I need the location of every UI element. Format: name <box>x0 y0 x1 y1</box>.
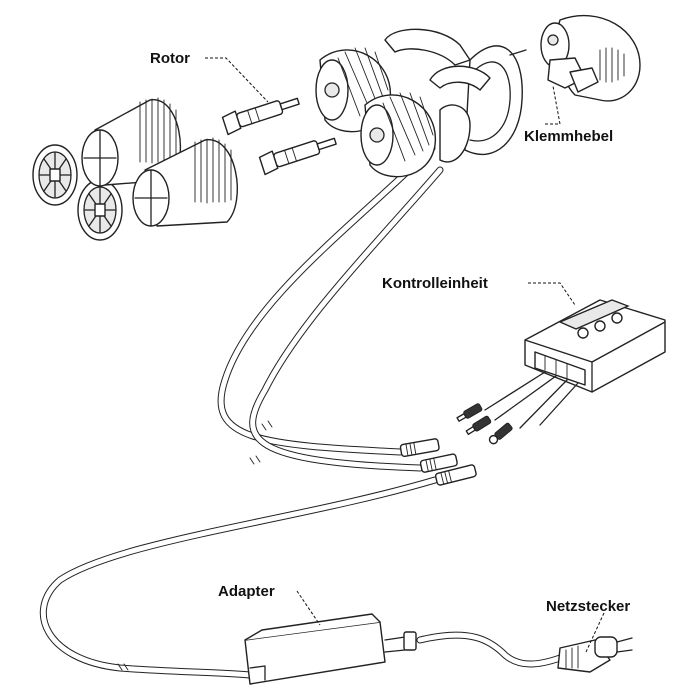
motor-dome-2 <box>360 92 436 178</box>
cables <box>39 144 564 679</box>
lead-plug-1 <box>456 403 483 422</box>
leader-lines <box>205 57 605 653</box>
connector-1 <box>399 438 440 458</box>
controller-leads <box>456 371 579 445</box>
impeller-cap-2 <box>77 179 123 241</box>
leader-netzstecker <box>585 612 605 653</box>
connector-3 <box>434 464 477 486</box>
cable-connectors <box>399 438 477 486</box>
rotors <box>221 97 337 176</box>
labels: Rotor Klemmhebel Kontrolleinheit Adapter… <box>150 50 630 615</box>
mains-plug <box>557 636 633 673</box>
leader-klemmhebel <box>545 85 561 125</box>
mains-cable <box>416 631 564 668</box>
pump-cable-1 <box>217 144 436 456</box>
lead-plug-3 <box>488 422 513 445</box>
adapter-cable <box>39 476 439 679</box>
leader-rotor <box>205 57 269 103</box>
magnet-holders <box>384 28 527 163</box>
power-adapter <box>244 613 417 685</box>
cage-housing-1 <box>81 97 182 187</box>
lead-plug-2 <box>465 415 492 436</box>
rotor-2 <box>258 137 337 176</box>
impeller-cap-1 <box>32 144 78 206</box>
connector-2 <box>419 453 458 473</box>
cage-housings <box>81 97 238 227</box>
label-kontrolleinheit: Kontrolleinheit <box>382 275 488 292</box>
label-klemmhebel: Klemmhebel <box>524 128 613 145</box>
klemmhebel-clamp <box>540 14 641 102</box>
label-rotor: Rotor <box>150 50 190 67</box>
rotor-1 <box>221 97 300 136</box>
pump-cable-2 <box>249 166 444 472</box>
controller-unit <box>524 299 666 393</box>
label-netzstecker: Netzstecker <box>546 598 630 615</box>
leader-adapter <box>296 590 321 626</box>
motor-domes <box>315 47 436 178</box>
cage-housing-2 <box>132 137 238 227</box>
label-adapter: Adapter <box>218 583 275 600</box>
impeller-caps <box>32 144 123 241</box>
leader-kontrolleinheit <box>528 282 576 306</box>
